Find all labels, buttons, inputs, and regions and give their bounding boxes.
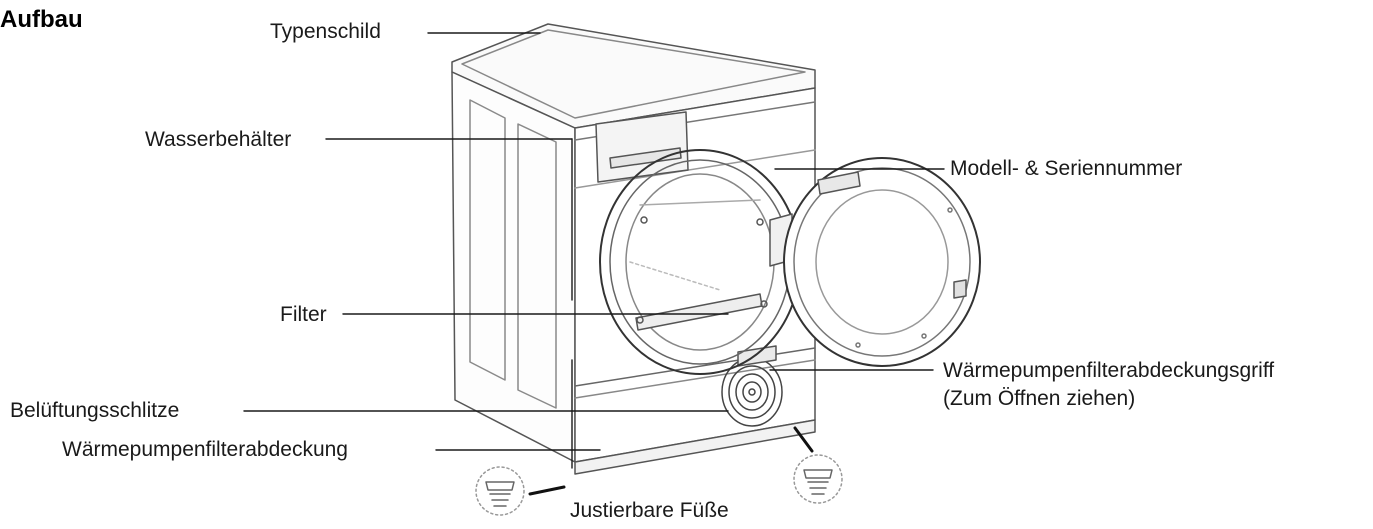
diagram-heading: Aufbau	[0, 6, 83, 33]
door-opening	[599, 149, 801, 375]
foot-right	[793, 454, 843, 504]
dryer-side-recess-2	[517, 123, 557, 409]
dryer-bottom	[574, 419, 816, 475]
model-serial-plate	[817, 171, 861, 195]
label-filtercover-griff-2: (Zum Öffnen ziehen)	[943, 387, 1136, 410]
leader-lines	[243, 32, 945, 469]
dryer-side-recess-1	[469, 99, 506, 381]
label-waermepumpenfilterabdeckung: Wärmepumpenfilterabdeckung	[62, 438, 348, 461]
dryer-front-mid-line	[574, 149, 816, 189]
label-filtercover-griff-1: Wärmepumpenfilterabdeckungsgriff	[943, 359, 1275, 382]
label-filter: Filter	[280, 303, 327, 326]
label-justierbare-fuesse: Justierbare Füße	[570, 499, 729, 522]
door-latch	[953, 279, 967, 299]
water-container-handle	[609, 147, 682, 169]
foot-left	[475, 466, 525, 516]
label-typenschild: Typenschild	[270, 20, 381, 43]
label-wasserbehaelter: Wasserbehälter	[145, 128, 292, 151]
dryer-top-inner	[461, 29, 806, 119]
open-door	[783, 157, 981, 367]
dryer-base-line-2	[574, 359, 816, 399]
label-modell-seriennummer: Modell- & Seriennummer	[950, 157, 1183, 180]
label-belueftungsschlitze: Belüftungsschlitze	[10, 399, 180, 422]
foot-indicators	[528, 426, 814, 496]
